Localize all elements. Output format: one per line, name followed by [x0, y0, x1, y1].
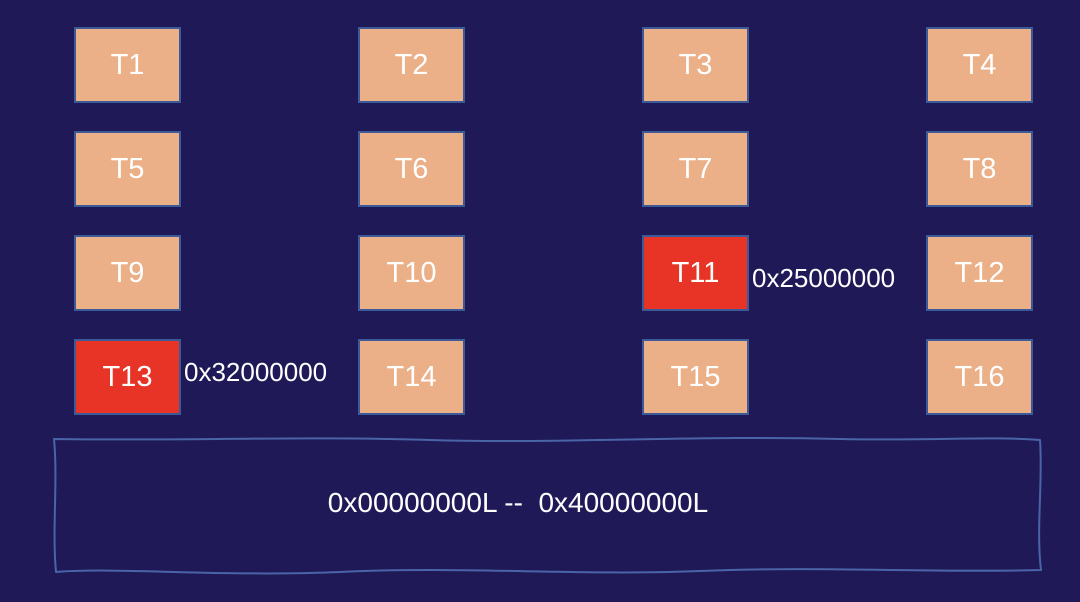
thread-tile-t14: T14 — [358, 339, 465, 415]
thread-tile-t12: T12 — [926, 235, 1033, 311]
thread-tile-t15: T15 — [642, 339, 749, 415]
thread-tile-t1: T1 — [74, 27, 181, 103]
thread-tile-t6: T6 — [358, 131, 465, 207]
thread-tile-t2: T2 — [358, 27, 465, 103]
thread-tile-t10: T10 — [358, 235, 465, 311]
thread-tile-t4: T4 — [926, 27, 1033, 103]
thread-tile-t13: T13 — [74, 339, 181, 415]
thread-tile-t3: T3 — [642, 27, 749, 103]
thread-tile-t9: T9 — [74, 235, 181, 311]
thread-tile-t7: T7 — [642, 131, 749, 207]
memory-range-label: 0x00000000L -- 0x40000000L — [0, 489, 1080, 517]
thread-tile-t5: T5 — [74, 131, 181, 207]
thread-tile-t11: T11 — [642, 235, 749, 311]
memory-range-text: 0x00000000L -- 0x40000000L — [327, 487, 709, 518]
thread-tile-t16: T16 — [926, 339, 1033, 415]
t11-address-label: 0x25000000 — [752, 263, 896, 293]
t13-address-label: 0x32000000 — [184, 357, 328, 387]
thread-tile-t8: T8 — [926, 131, 1033, 207]
